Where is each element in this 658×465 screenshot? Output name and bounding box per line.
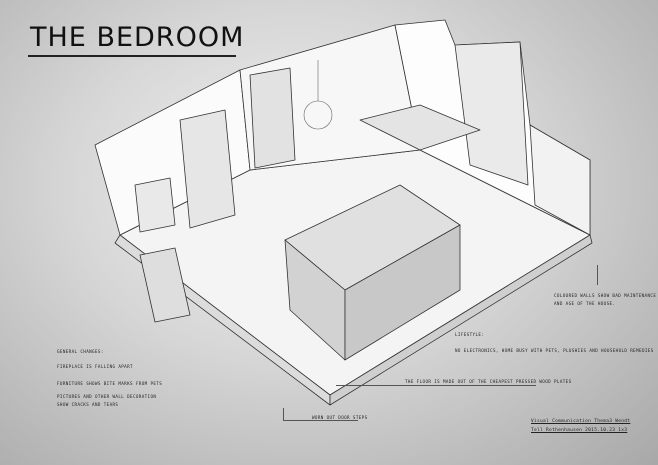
- fireplace: [249, 67, 296, 169]
- wardrobe: [179, 109, 236, 229]
- page-title: THE BEDROOM: [30, 22, 245, 53]
- boxes: [134, 177, 176, 233]
- floor-pointer-line: [336, 385, 536, 386]
- walls-pointer-line: [597, 265, 598, 285]
- note-fireplace: Fireplace is falling apart: [57, 364, 133, 369]
- title-underline: [28, 55, 236, 57]
- note-lifestyle-heading: Lifestyle:: [455, 332, 485, 337]
- book-stack: [139, 247, 191, 323]
- steps-pointer-vertical: [283, 408, 284, 420]
- note-general-heading: General changes:: [57, 349, 104, 354]
- note-pictures-2: show cracks and tears: [57, 402, 119, 407]
- steps-pointer-line: [283, 420, 358, 421]
- note-floor: The floor is made out of the cheapest pr…: [405, 379, 572, 384]
- bed-frame-side: [344, 224, 461, 361]
- floor-edge-right: [329, 234, 593, 406]
- note-pictures-1: Pictures and other wall decoration: [57, 394, 157, 399]
- note-walls-1: Coloured walls show bad maintenance: [554, 293, 657, 298]
- desk: [359, 104, 481, 151]
- note-steps: Worn out door steps: [312, 415, 368, 420]
- note-walls-2: and age of the house.: [554, 301, 616, 306]
- note-lifestyle: No electronics, home busy with pets, plu…: [455, 348, 654, 353]
- credit-line-2: Tell Rothenhausen 2015.10.23 1x3: [531, 428, 628, 433]
- credit-line-1: Visual Communication Thema3 Wendt: [531, 419, 631, 424]
- note-furniture: Furniture shows bite marks from pets: [57, 381, 163, 386]
- side-wall-panel: [529, 124, 591, 236]
